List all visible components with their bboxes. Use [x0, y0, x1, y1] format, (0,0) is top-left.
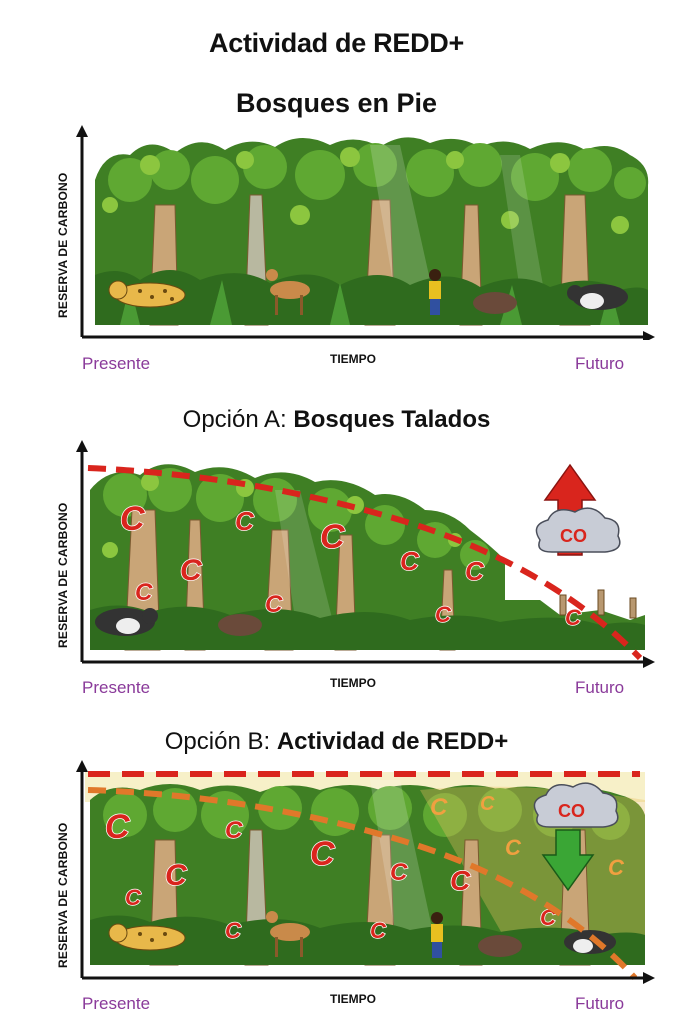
- carbon-mark: C: [370, 918, 387, 943]
- carbon-marks: C C C C C C C C C C: [119, 499, 583, 631]
- forest-panel-option-b: C C C C C C C C C C C C C C CO: [76, 760, 655, 984]
- boar-icon: [478, 935, 522, 957]
- panel-title-prefix: Opción B:: [164, 728, 277, 755]
- jaguar-icon: [108, 280, 186, 308]
- x-axis-label: TIEMPO: [330, 352, 377, 366]
- carbon-mark: C: [125, 885, 142, 910]
- carbon-mark: C: [310, 835, 335, 873]
- carbon-mark: C: [120, 500, 145, 538]
- boar-icon: [473, 292, 517, 314]
- end-label: Futuro: [575, 354, 625, 373]
- carbon-mark: C: [400, 546, 420, 576]
- jaguar-icon: [108, 923, 186, 951]
- carbon-mark: C: [465, 556, 485, 586]
- tapir-icon: [564, 930, 616, 954]
- carbon-mark: C: [608, 855, 625, 880]
- carbon-mark: C: [480, 793, 495, 815]
- co2-cloud-icon: CO: [533, 782, 619, 828]
- carbon-marks-retained: C C C C: [430, 793, 625, 880]
- x-axis-label: TIEMPO: [330, 676, 377, 690]
- carbon-mark: C: [135, 579, 153, 606]
- panel-title-main: Bosques Talados: [293, 406, 491, 433]
- panel-title-bosques-en-pie: Bosques en Pie: [0, 88, 673, 119]
- person-icon: [429, 269, 441, 315]
- tapir-icon: [567, 284, 628, 310]
- panel-title-opcion-a: Opción A: Bosques Talados: [0, 406, 673, 434]
- carbon-mark: C: [435, 602, 452, 627]
- start-label: Presente: [82, 678, 151, 697]
- carbon-mark: C: [225, 817, 243, 844]
- cloud-label: CO: [558, 801, 585, 821]
- co2-cloud-icon: CO: [535, 507, 621, 553]
- carbon-mark: C: [505, 835, 522, 860]
- cloud-label: CO: [560, 526, 587, 546]
- axes: [76, 760, 655, 984]
- carbon-mark: C: [265, 591, 283, 618]
- person-icon: [431, 912, 443, 958]
- carbon-decline-line: [87, 465, 643, 661]
- forest-panel-option-a: C C C C C C C C C C CO: [76, 440, 655, 668]
- deer-icon: [266, 911, 310, 957]
- arrow-down-icon: [541, 829, 595, 892]
- panel-title-opcion-b: Opción B: Actividad de REDD+: [0, 728, 673, 756]
- start-label: Presente: [82, 354, 151, 373]
- axes: [76, 125, 655, 340]
- boar-icon: [218, 614, 262, 636]
- carbon-decline-line: [87, 787, 638, 981]
- carbon-mark: C: [565, 605, 582, 630]
- axes: [76, 440, 655, 668]
- carbon-mark: C: [180, 554, 203, 587]
- end-label: Futuro: [575, 994, 625, 1013]
- carbon-mark: C: [430, 794, 448, 821]
- start-label: Presente: [82, 994, 151, 1013]
- tapir-icon: [95, 608, 158, 636]
- carbon-mark: C: [320, 518, 345, 556]
- panel-title-main: Actividad de REDD+: [276, 728, 509, 755]
- carbon-mark: C: [390, 859, 408, 886]
- carbon-mark: C: [165, 859, 188, 892]
- panel-title-main: Bosques en Pie: [235, 88, 438, 118]
- main-title: Actividad de REDD+: [209, 28, 464, 58]
- carbon-mark: C: [450, 865, 471, 896]
- carbon-mark: C: [105, 808, 130, 846]
- forest-panel-standing: [76, 125, 655, 340]
- x-axis-label: TIEMPO: [330, 992, 377, 1006]
- deer-icon: [266, 269, 310, 315]
- carbon-mark: C: [235, 506, 255, 536]
- panel-title-prefix: Opción A:: [182, 406, 294, 433]
- carbon-mark: C: [225, 918, 242, 943]
- end-label: Futuro: [575, 678, 625, 697]
